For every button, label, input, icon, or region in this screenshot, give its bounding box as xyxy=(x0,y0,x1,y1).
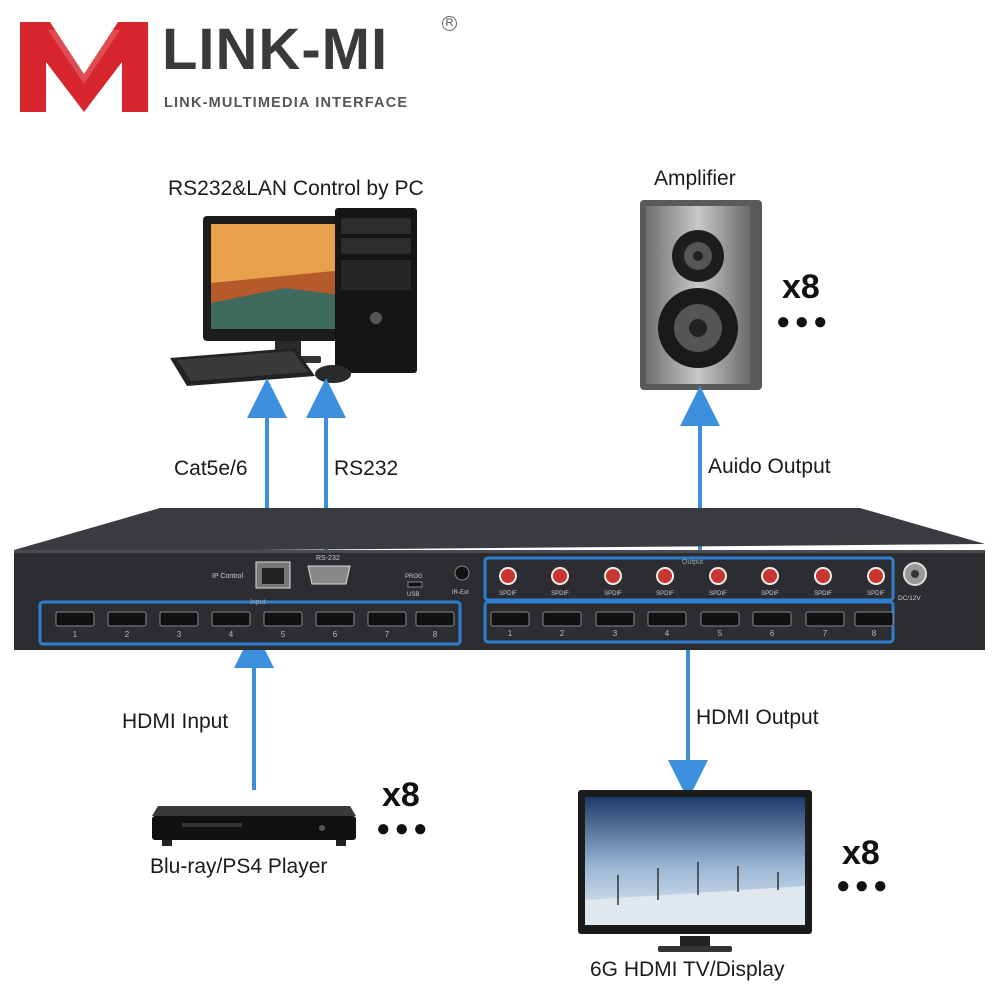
out-port-num-5: 5 xyxy=(718,629,723,638)
rs232-port-label: RS-232 xyxy=(316,555,340,562)
pc-icon xyxy=(170,208,417,386)
ir-ext-jack xyxy=(454,565,470,581)
in-port-num-8: 8 xyxy=(433,630,438,639)
usb-label: USB xyxy=(407,592,419,598)
audio-output-label: Auido Output xyxy=(708,455,831,478)
in-port-num-6: 6 xyxy=(333,630,338,639)
brand-name: LINK-MI xyxy=(162,17,389,82)
display-multiplier: x8 xyxy=(842,834,880,872)
dc-power-label: DC/12V xyxy=(898,595,921,602)
output-group-label: Output xyxy=(682,559,703,566)
logo-mark-icon xyxy=(20,22,148,112)
in-port-num-5: 5 xyxy=(281,630,286,639)
source-label: Blu-ray/PS4 Player xyxy=(150,855,328,878)
display-dots: ●●● xyxy=(836,872,892,899)
amplifier-label: Amplifier xyxy=(654,167,736,190)
hdmi-output-label: HDMI Output xyxy=(696,706,819,729)
spdif-label-7: SPDIF xyxy=(814,591,832,597)
speaker-icon xyxy=(640,200,762,390)
ir-ext-label: IR-Ext xyxy=(452,590,469,596)
tv-display-icon xyxy=(578,790,812,952)
out-port-num-7: 7 xyxy=(823,629,828,638)
db9-port xyxy=(307,565,351,585)
spdif-label-5: SPDIF xyxy=(709,591,727,597)
out-port-num-8: 8 xyxy=(872,629,877,638)
lan-label: Cat5e/6 xyxy=(174,457,248,480)
in-port-num-4: 4 xyxy=(229,630,234,639)
out-port-num-1: 1 xyxy=(508,629,513,638)
hdmi-input-ports xyxy=(55,611,455,627)
amplifier-multiplier: x8 xyxy=(782,268,820,306)
pc-label: RS232&LAN Control by PC xyxy=(168,177,424,200)
ip-control-label: IP Control xyxy=(212,573,243,580)
out-port-num-3: 3 xyxy=(613,629,618,638)
hdmi-matrix-device: 1 2 3 4 5 6 7 8 Input IP Control RS-232 … xyxy=(14,508,985,650)
bluray-player-icon xyxy=(152,806,356,846)
in-port-num-3: 3 xyxy=(177,630,182,639)
spdif-label-4: SPDIF xyxy=(656,591,674,597)
spdif-label-6: SPDIF xyxy=(761,591,779,597)
brand-logo xyxy=(20,22,148,114)
hdmi-output-ports xyxy=(490,611,894,627)
registered-mark: R xyxy=(442,16,457,31)
input-group-label: Input xyxy=(250,599,266,606)
out-port-num-4: 4 xyxy=(665,629,670,638)
hdmi-input-label: HDMI Input xyxy=(122,710,229,733)
spdif-label-8: SPDIF xyxy=(867,591,885,597)
out-port-num-2: 2 xyxy=(560,629,565,638)
spdif-label-2: SPDIF xyxy=(551,591,569,597)
in-port-num-1: 1 xyxy=(73,630,78,639)
rs232-label: RS232 xyxy=(334,457,399,480)
spdif-label-3: SPDIF xyxy=(604,591,622,597)
in-port-num-7: 7 xyxy=(385,630,390,639)
brand-tagline: LINK-MULTIMEDIA INTERFACE xyxy=(164,95,409,111)
prog-label: PROG xyxy=(405,574,423,580)
spdif-ports xyxy=(499,567,885,585)
spdif-group-highlight xyxy=(483,556,895,602)
out-port-num-6: 6 xyxy=(770,629,775,638)
spdif-label-1: SPDIF xyxy=(499,591,517,597)
display-label: 6G HDMI TV/Display xyxy=(590,958,785,981)
source-dots: ●●● xyxy=(376,815,432,842)
in-port-num-2: 2 xyxy=(125,630,130,639)
amplifier-dots: ●●● xyxy=(776,308,832,335)
input-group-highlight xyxy=(38,600,462,646)
source-multiplier: x8 xyxy=(382,776,420,814)
